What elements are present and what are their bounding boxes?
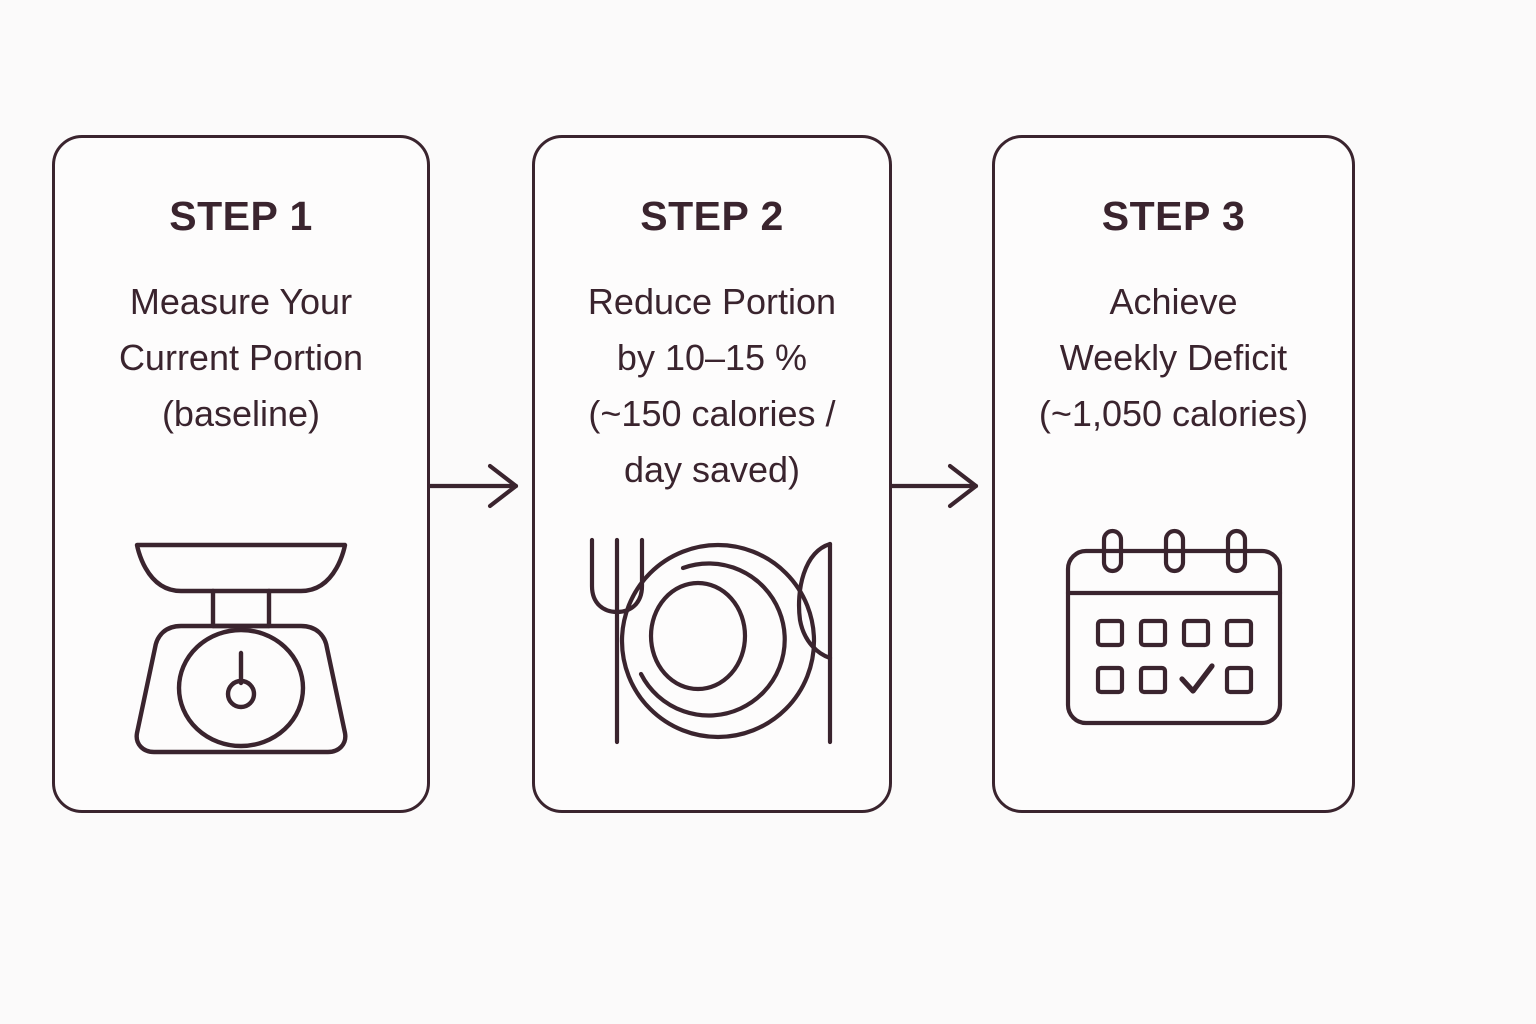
step-1-heading: STEP 1: [169, 193, 313, 239]
arrow-step2-to-step3: [890, 460, 994, 512]
arrow-right-icon: [890, 463, 979, 509]
arrow-right-icon: [428, 463, 519, 509]
calendar-check-icon: [1065, 528, 1282, 726]
step-2-heading: STEP 2: [640, 193, 784, 239]
step-card-3[interactable]: STEP 3 Achieve Weekly Deficit (~1,050 ca…: [992, 135, 1355, 813]
arrow-step1-to-step2: [428, 460, 534, 512]
step-card-1[interactable]: STEP 1 Measure Your Current Portion (bas…: [52, 135, 430, 813]
plate-fork-knife-icon: [589, 537, 833, 745]
step-1-description: Measure Your Current Portion (baseline): [118, 281, 364, 434]
plate-fork-knife-icon-container: [532, 530, 892, 752]
kitchen-scale-icon-container: [52, 525, 430, 755]
step-3-heading: STEP 3: [1101, 193, 1246, 239]
calendar-check-icon-container: [992, 527, 1355, 727]
kitchen-scale-icon: [134, 542, 348, 755]
step-2-description: Reduce Portion by 10–15 % (~150 calories…: [587, 281, 837, 490]
step-3-description: Achieve Weekly Deficit (~1,050 calories): [1038, 281, 1309, 434]
